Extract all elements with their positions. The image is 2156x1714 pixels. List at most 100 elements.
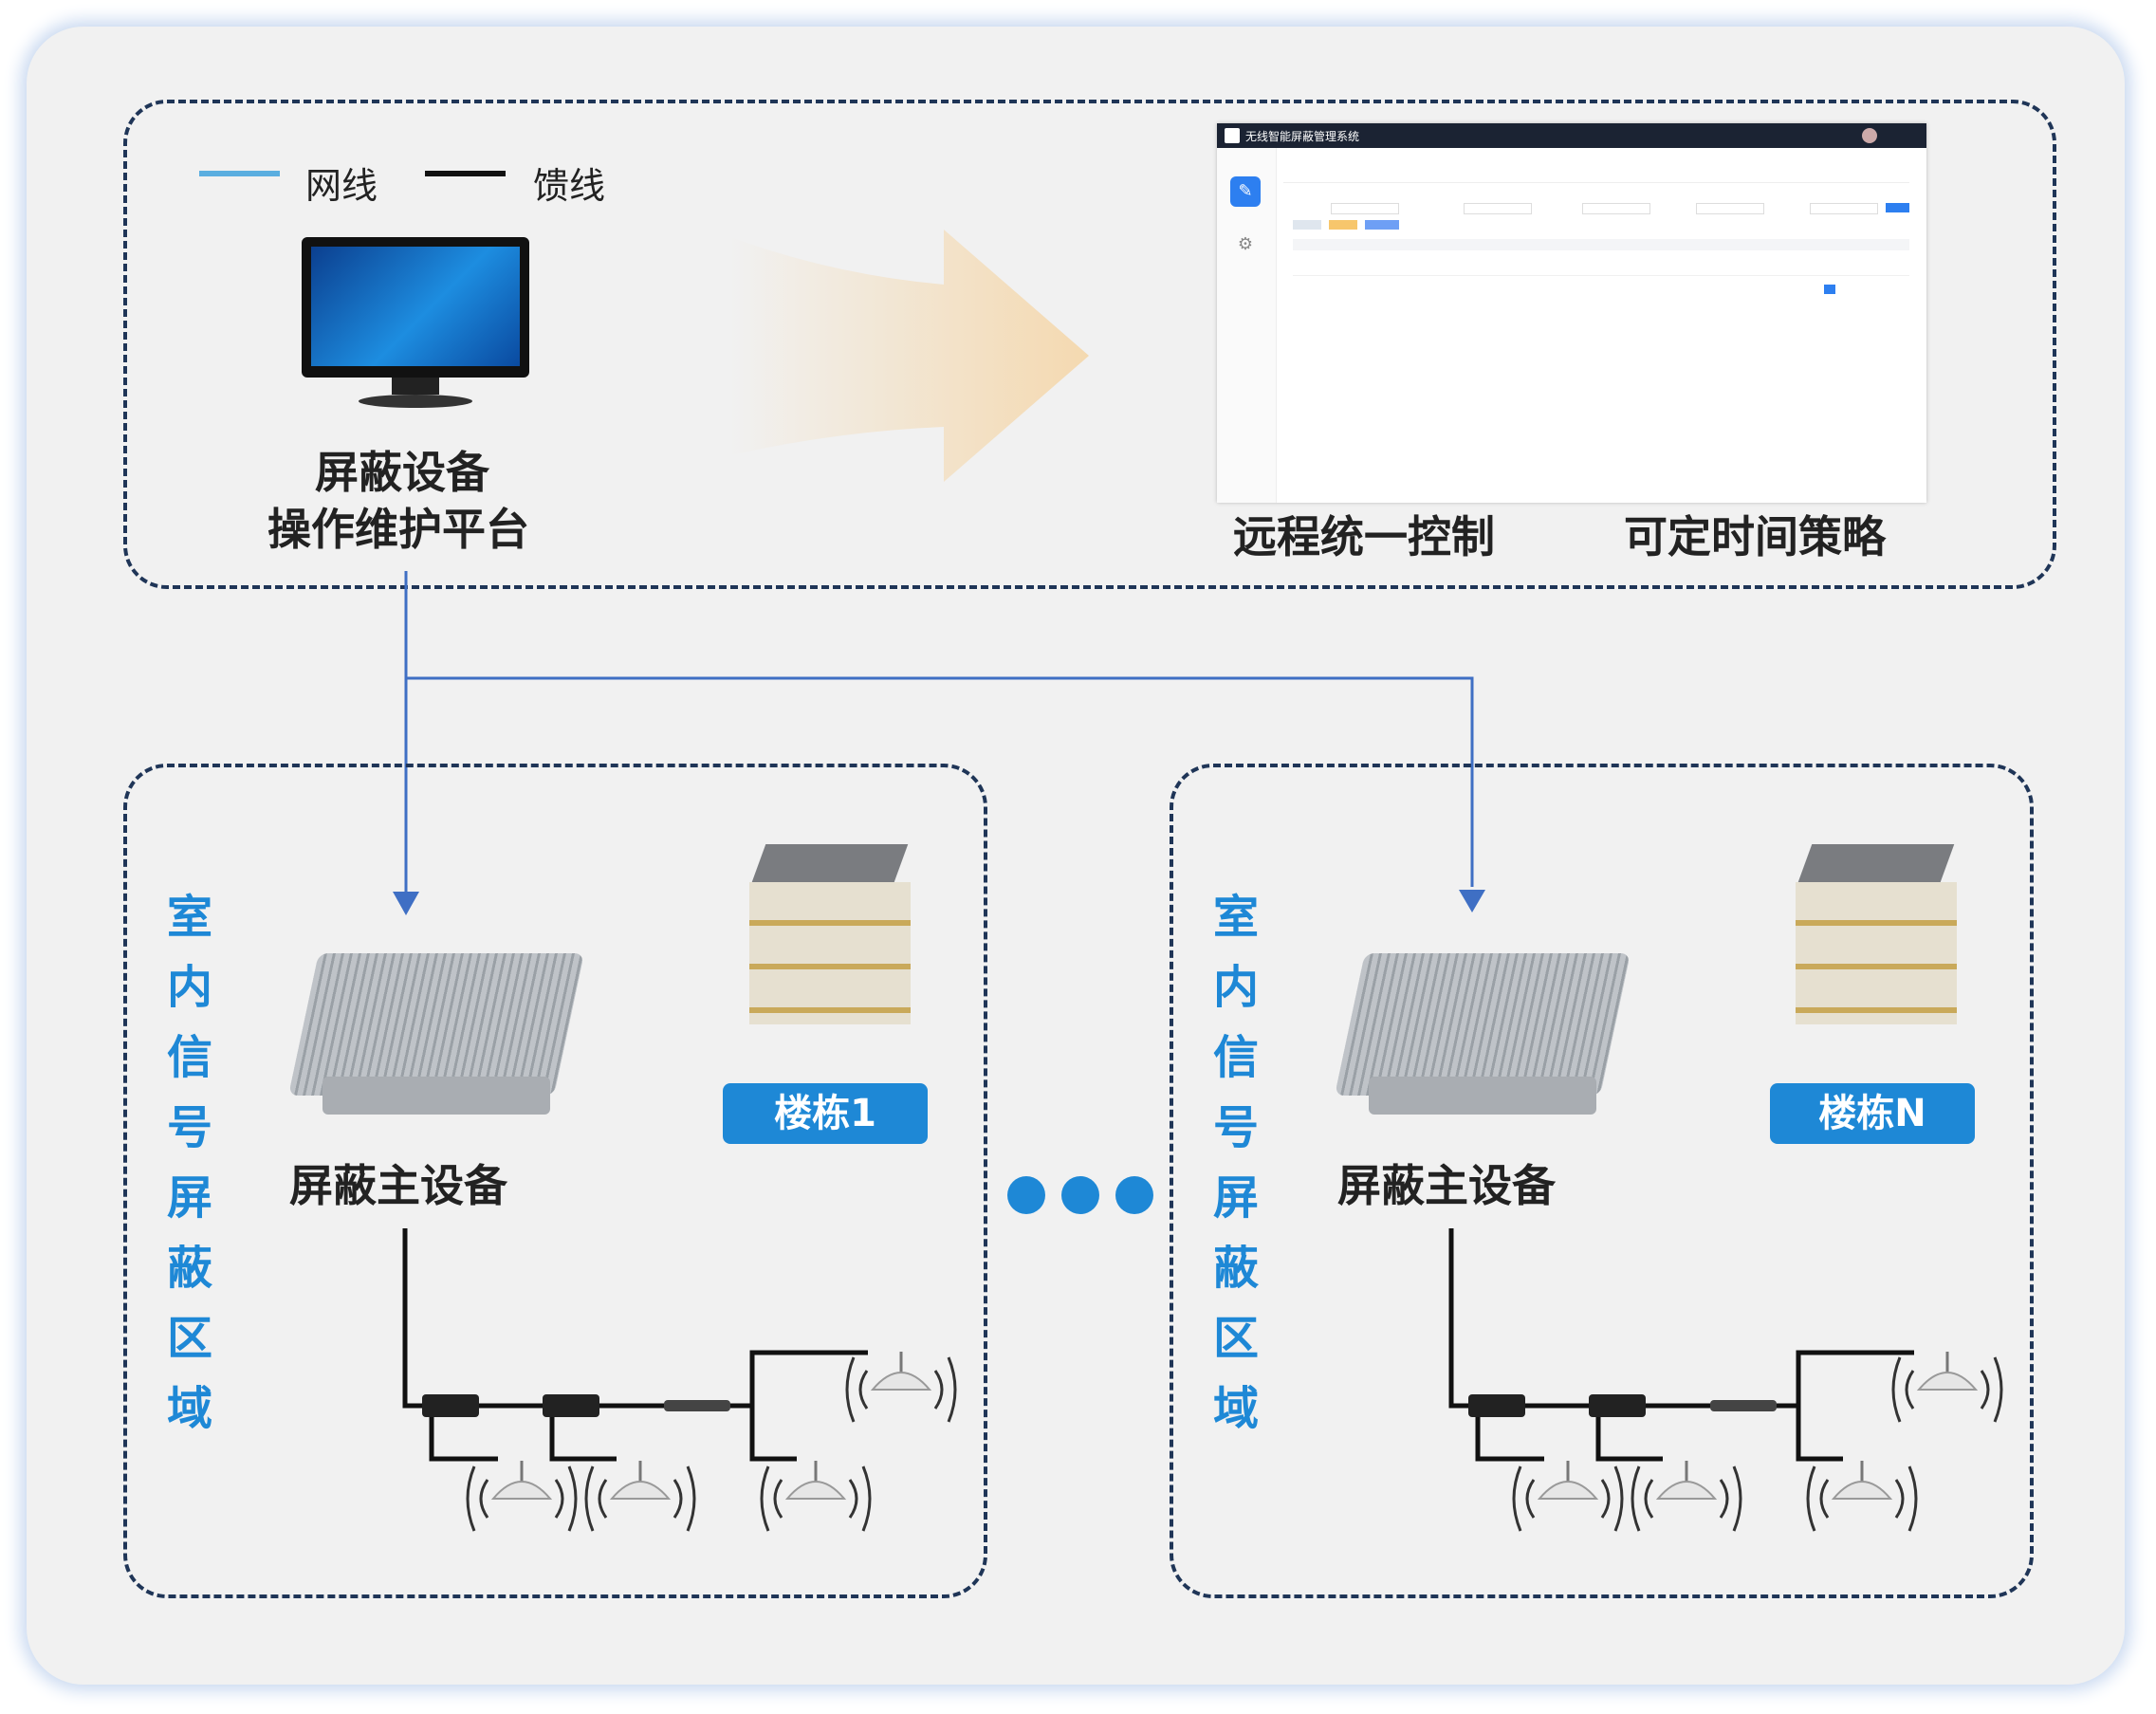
signal-wave xyxy=(1980,1370,1990,1410)
region-char: 蔽 xyxy=(1212,1242,1259,1295)
signal-wave xyxy=(479,1479,489,1519)
ui-title: 无线智能屏蔽管理系统 xyxy=(1245,130,1360,143)
zone-box-1 xyxy=(123,764,987,1598)
feeder-branch xyxy=(1796,1406,1843,1462)
signal-wave xyxy=(933,1370,944,1410)
region-char: 号 xyxy=(1212,1101,1259,1154)
ui-filter-row xyxy=(1293,203,1909,214)
splitter-icon xyxy=(422,1394,479,1417)
feeder-branch xyxy=(549,1406,617,1462)
antenna-icon xyxy=(609,1481,672,1500)
region-char: 区 xyxy=(1212,1312,1259,1365)
region-char: 内 xyxy=(1212,961,1259,1014)
signal-wave xyxy=(1613,1465,1624,1532)
feeder-branch xyxy=(749,1350,868,1406)
signal-wave xyxy=(1732,1465,1742,1532)
wrench-icon[interactable]: ✎ xyxy=(1230,176,1261,207)
legend-feed-line xyxy=(425,171,506,176)
legend-feed-label: 馈线 xyxy=(533,165,606,207)
region-char: 屏 xyxy=(1212,1171,1259,1225)
splitter-icon xyxy=(1589,1394,1646,1417)
antenna-icon xyxy=(1655,1481,1718,1500)
region-char: 信 xyxy=(166,1031,212,1084)
antenna-icon xyxy=(784,1481,847,1500)
splitter-icon xyxy=(543,1394,599,1417)
signal-wave xyxy=(1891,1356,1902,1423)
signal-wave xyxy=(861,1465,872,1532)
ui-pagination xyxy=(1748,285,1909,296)
signal-wave xyxy=(1525,1479,1536,1519)
region-char: 屏 xyxy=(166,1171,212,1225)
signal-wave xyxy=(1993,1356,2003,1423)
feeder-branch xyxy=(1595,1406,1663,1462)
signal-wave xyxy=(466,1465,476,1532)
feeder-branch xyxy=(1796,1350,1914,1406)
signal-wave xyxy=(584,1465,595,1532)
region-char: 域 xyxy=(166,1382,212,1435)
signal-wave xyxy=(1819,1479,1830,1519)
device-label-2: 屏蔽主设备 xyxy=(1337,1160,1556,1211)
ui-screenshot: 无线智能屏蔽管理系统 ✎ ⚙ xyxy=(1217,123,1926,503)
feeder-main xyxy=(1448,1228,1800,1409)
signal-wave xyxy=(947,1356,957,1423)
device-label-1: 屏蔽主设备 xyxy=(289,1160,507,1211)
ui-table-header xyxy=(1293,239,1909,250)
region-char: 信 xyxy=(1212,1031,1259,1084)
ellipsis-dot xyxy=(1115,1176,1153,1214)
signal-wave xyxy=(686,1465,696,1532)
feeder-main xyxy=(402,1228,754,1409)
ui-sidebar: ✎ ⚙ xyxy=(1217,148,1277,503)
feeder-branch xyxy=(429,1406,498,1462)
coupler-icon xyxy=(664,1400,730,1411)
signal-wave xyxy=(760,1465,770,1532)
building-tag-2: 楼栋N xyxy=(1770,1083,1975,1144)
ui-avatar xyxy=(1862,128,1877,143)
region-char: 室 xyxy=(1212,891,1259,944)
signal-wave xyxy=(1719,1479,1729,1519)
legend-net-line xyxy=(199,171,280,176)
signal-wave xyxy=(598,1479,608,1519)
ui-action-buttons xyxy=(1293,220,1483,231)
signal-wave xyxy=(1631,1465,1641,1532)
signal-wave xyxy=(848,1479,858,1519)
ui-tabs xyxy=(1283,169,1909,183)
ui-table-row xyxy=(1293,256,1909,276)
region-char: 内 xyxy=(166,961,212,1014)
signal-wave xyxy=(673,1479,683,1519)
feeder-branch xyxy=(749,1406,797,1462)
region-char: 蔽 xyxy=(166,1242,212,1295)
region-char: 域 xyxy=(1212,1382,1259,1435)
region-char: 号 xyxy=(166,1101,212,1154)
signal-wave xyxy=(845,1356,856,1423)
legend-net-label: 网线 xyxy=(305,165,378,207)
ui-titlebar: 无线智能屏蔽管理系统 xyxy=(1217,123,1926,148)
gear-icon[interactable]: ⚙ xyxy=(1237,234,1254,254)
ellipsis-dot xyxy=(1007,1176,1045,1214)
platform-box xyxy=(123,100,2056,589)
antenna-icon xyxy=(870,1372,932,1391)
antenna-icon xyxy=(490,1481,553,1500)
ui-logo-icon xyxy=(1225,128,1240,143)
antenna-icon xyxy=(1916,1372,1979,1391)
signal-wave xyxy=(1644,1479,1654,1519)
region-char: 区 xyxy=(166,1312,212,1365)
signal-wave xyxy=(567,1465,578,1532)
caption-remote-control: 远程统一控制 xyxy=(1233,511,1495,562)
signal-wave xyxy=(554,1479,564,1519)
region-char: 室 xyxy=(166,891,212,944)
signal-wave xyxy=(1905,1370,1915,1410)
feeder-branch xyxy=(1475,1406,1544,1462)
signal-wave xyxy=(858,1370,869,1410)
signal-wave xyxy=(1907,1465,1918,1532)
shield-device-2 xyxy=(1335,934,1631,1124)
ui-search-button[interactable] xyxy=(1886,203,1909,212)
signal-wave xyxy=(1512,1465,1522,1532)
platform-line1: 屏蔽设备 xyxy=(315,447,489,498)
antenna-icon xyxy=(1831,1481,1893,1500)
signal-wave xyxy=(1806,1465,1816,1532)
ellipsis-dot xyxy=(1061,1176,1099,1214)
signal-wave xyxy=(1600,1479,1611,1519)
